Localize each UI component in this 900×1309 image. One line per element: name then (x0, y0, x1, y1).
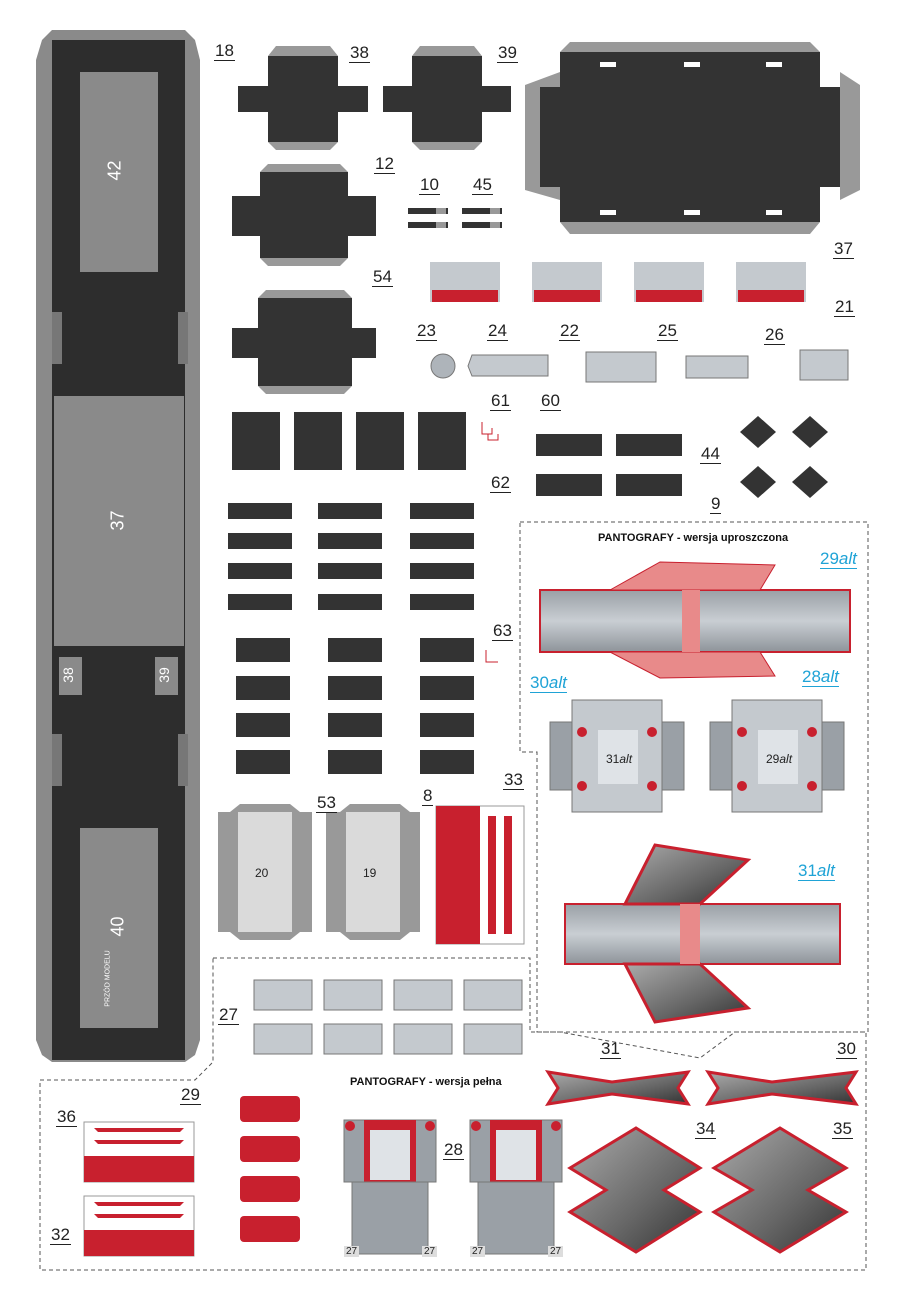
strips-10-45 (408, 208, 502, 228)
label-22: 22 (559, 321, 580, 341)
label-54: 54 (372, 267, 393, 287)
label-18: 18 (214, 41, 235, 61)
label-24: 24 (487, 321, 508, 341)
inner-number-31alt: 31alt (606, 752, 633, 766)
panel-number-40: 40 (107, 916, 128, 937)
label-29alt: 29alt (820, 549, 857, 569)
parts-23-26 (430, 349, 849, 383)
label-27: 27 (218, 1005, 239, 1025)
mark-27-d: 27 (548, 1246, 564, 1257)
box-37 (525, 42, 860, 234)
label-53: 53 (316, 793, 337, 813)
label-28alt: 28alt (802, 667, 839, 687)
panel-number-37: 37 (107, 510, 128, 531)
parts-31-30 (544, 1070, 859, 1106)
parts-44-9 (740, 416, 828, 498)
inner-number-20: 20 (255, 866, 269, 880)
parts-36-32 (83, 1121, 195, 1257)
header-full: PANTOGRAFY - wersja pełna (350, 1076, 502, 1088)
label-26: 26 (764, 325, 785, 345)
panel-number-42: 42 (104, 160, 125, 181)
parts-29 (240, 1096, 300, 1242)
box-38 (238, 46, 368, 150)
label-29: 29 (180, 1085, 201, 1105)
label-10: 10 (419, 175, 440, 195)
parts-53 (218, 804, 420, 940)
roof-part-18 (36, 30, 200, 1062)
part-31alt (564, 843, 841, 1024)
inner-number-19: 19 (363, 866, 377, 880)
panel-number-39: 39 (155, 667, 172, 683)
label-8: 8 (422, 786, 434, 806)
label-60: 60 (540, 391, 561, 411)
parts-60 (536, 434, 682, 496)
front-note: PRZÓD MODELU (104, 950, 112, 1007)
label-44: 44 (700, 444, 721, 464)
label-61: 61 (490, 391, 511, 411)
label-21: 21 (834, 297, 855, 317)
label-31: 31 (600, 1039, 621, 1059)
box-12 (232, 164, 376, 266)
header-simplified: PANTOGRAFY - wersja uproszczona (598, 532, 789, 544)
label-62: 62 (490, 473, 511, 493)
label-30alt: 30alt (530, 673, 567, 693)
label-33: 33 (503, 770, 524, 790)
label-35: 35 (832, 1119, 853, 1139)
parts-28 (343, 1119, 563, 1255)
parts-34-35 (567, 1126, 849, 1254)
parts-30alt-28alt (549, 699, 845, 813)
parts-63 (236, 638, 498, 774)
parts-62 (228, 503, 474, 610)
label-37: 37 (833, 239, 854, 259)
label-25: 25 (657, 321, 678, 341)
mark-27-a: 27 (344, 1246, 360, 1257)
mark-27-c: 27 (470, 1246, 486, 1257)
mark-27-b: 27 (422, 1246, 438, 1257)
label-30: 30 (836, 1039, 857, 1059)
label-31alt: 31alt (798, 861, 835, 881)
label-32: 32 (50, 1225, 71, 1245)
part-29alt (539, 561, 851, 679)
full-section-border (39, 957, 867, 1271)
parts-61 (232, 412, 499, 470)
inner-number-29alt: 29alt (766, 752, 793, 766)
label-38: 38 (349, 43, 370, 63)
label-36: 36 (56, 1107, 77, 1127)
label-12: 12 (374, 154, 395, 174)
parts-21 (430, 262, 806, 302)
parts-27 (253, 979, 523, 1055)
parts-8-33 (435, 805, 525, 945)
box-39 (383, 46, 511, 150)
label-23: 23 (416, 321, 437, 341)
label-34: 34 (695, 1119, 716, 1139)
label-45: 45 (472, 175, 493, 195)
label-39: 39 (497, 43, 518, 63)
box-54 (232, 290, 376, 394)
panel-number-38: 38 (59, 667, 76, 683)
label-9: 9 (710, 494, 722, 514)
label-63: 63 (492, 621, 513, 641)
simplified-section-border (519, 521, 869, 1059)
label-28: 28 (443, 1140, 464, 1160)
